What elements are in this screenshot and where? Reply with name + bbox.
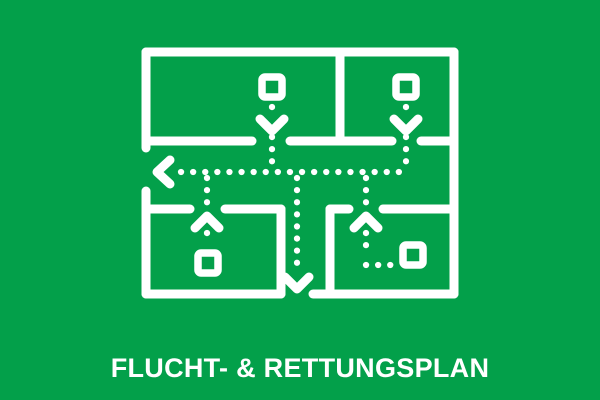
poster-caption: FLUCHT- & RETTUNGSPLAN: [110, 353, 490, 383]
arrow-down-bottom-exit: [280, 272, 314, 294]
direction-arrows-group: [152, 114, 423, 294]
escape-routes-group: [177, 103, 413, 272]
arrow-up-bottom-left-room: [190, 211, 224, 233]
walls-group: [141, 47, 459, 299]
route-markers-group: [194, 73, 427, 277]
marker-square-bottom-right-room: [399, 241, 427, 269]
marker-square-top-right-room: [392, 73, 420, 101]
arrow-left-exit: [152, 155, 175, 189]
marker-square-bottom-left-room: [194, 249, 222, 277]
arrow-down-top-left-room: [255, 114, 289, 136]
marker-square-top-left-room: [258, 73, 286, 101]
arrow-up-bottom-right-room: [349, 211, 383, 233]
arrow-down-top-right-room: [389, 114, 423, 136]
